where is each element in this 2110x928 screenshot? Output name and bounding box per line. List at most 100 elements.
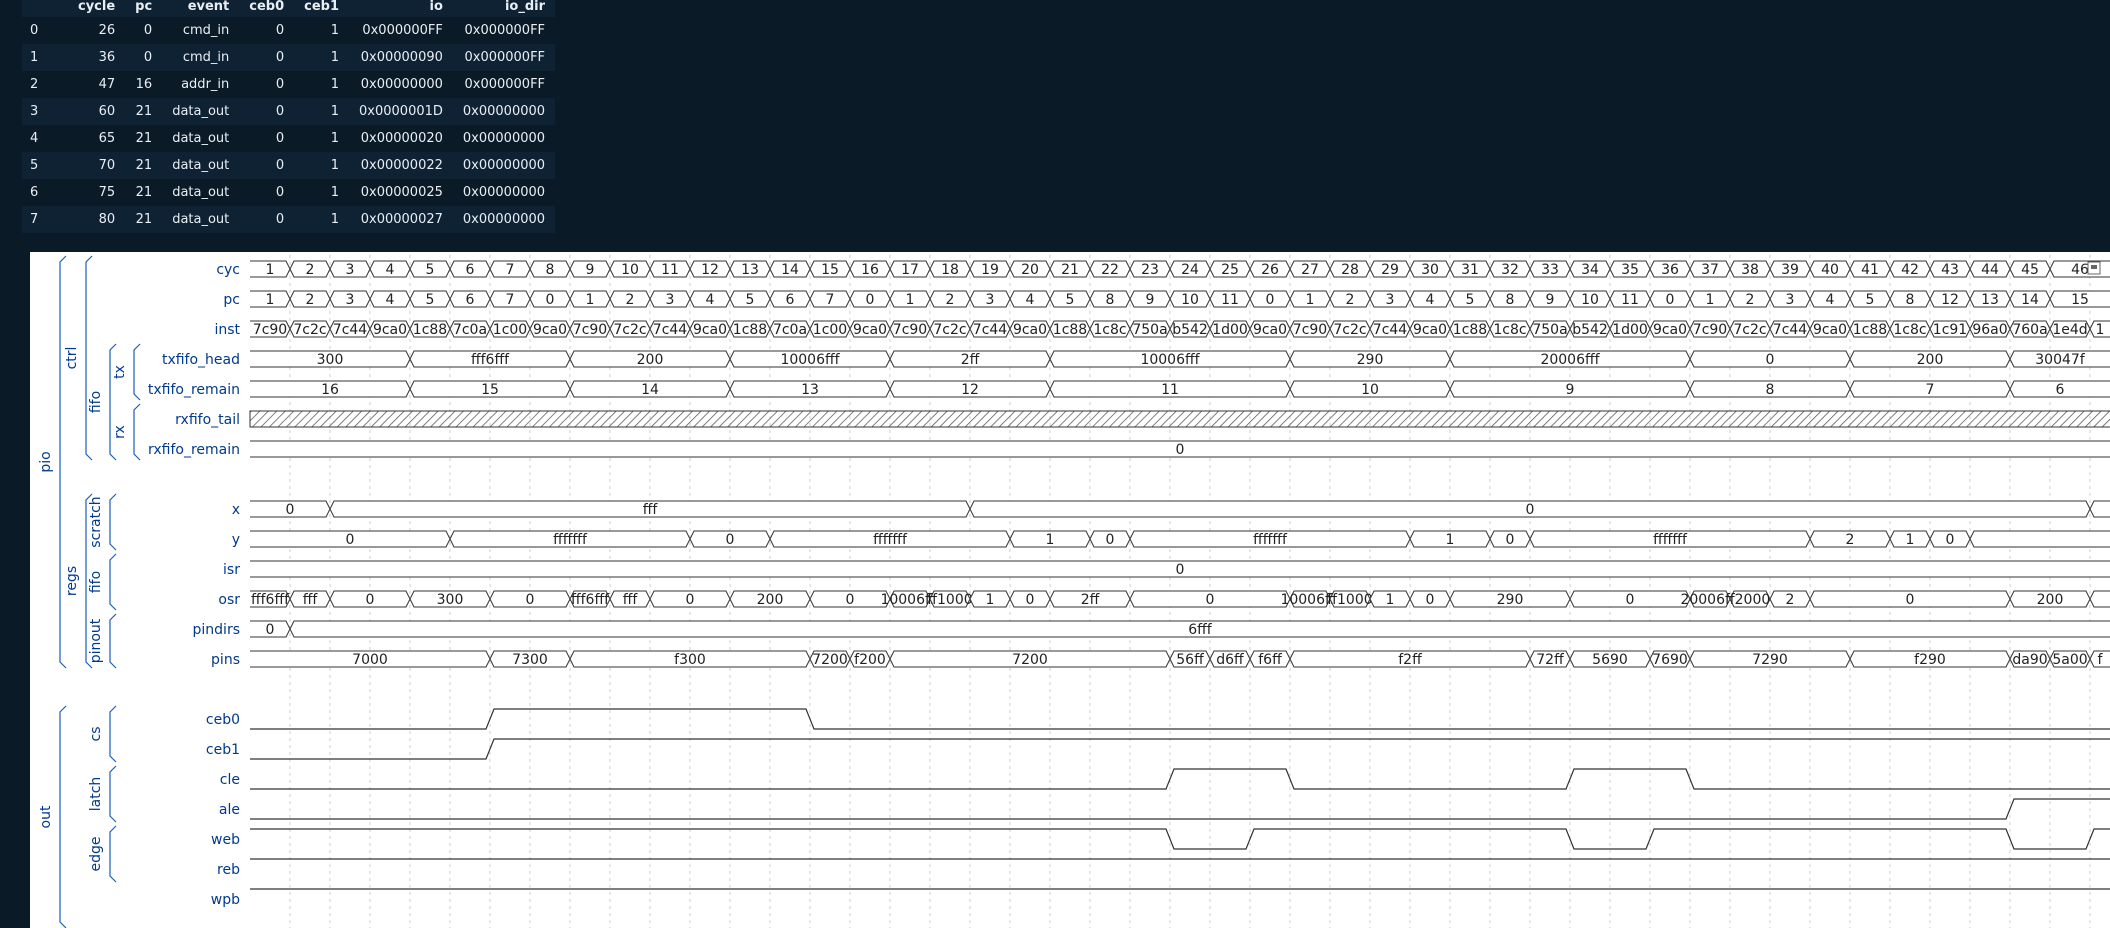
bus-segment [1409,290,1451,308]
bus-segment [409,590,491,608]
bus-segment [329,590,411,608]
export-icon[interactable] [2087,261,2101,275]
bus-value: 7c90 [893,322,927,338]
bus-segment [1209,650,1251,668]
signal-ale[interactable]: ale [219,798,2110,820]
bus-value: 5690 [1592,652,1628,668]
bus-value: f200 [854,652,886,668]
cell-index: 5 [22,152,68,179]
bus-value: f2000 [1730,592,1771,608]
group-label: pinout [88,618,104,663]
bus-segment [1289,320,1331,338]
table-header-io-dir[interactable]: io_dir [452,0,556,17]
bus-value: 760a [2012,322,2047,338]
bus-value: 24 [1181,262,1199,278]
bus-value: 1 [1386,592,1395,608]
cell-ceb1: 1 [330,77,340,92]
bus-segment [929,590,971,608]
bus-value: 15 [2071,292,2089,308]
bus-segment [889,260,931,278]
bus-segment [449,530,691,548]
table-header-pc[interactable]: pc [125,0,163,17]
signal-reb[interactable]: reb [217,858,2110,878]
bus-value: 9ca0 [1253,322,1287,338]
bus-value: 0 [846,592,855,608]
bus-value: 2 [1846,532,1855,548]
bus-segment [729,380,891,398]
signal-label: txfifo_remain [148,382,240,398]
cell-ceb1: 1 [294,98,350,125]
signal-web[interactable]: web [211,828,2110,850]
cell-io-dir: 0x00000000 [452,206,556,233]
signal-label: isr [223,562,240,578]
bus-value: 5 [426,262,435,278]
bus-value: 8 [1506,292,1515,308]
bus-value: 13 [801,382,819,398]
bus-segment [1049,290,1091,308]
table-header-index[interactable] [22,0,68,17]
cell-index: 4 [30,131,39,146]
bus-value: 1c00 [813,322,847,338]
cell-io: 0x0000001D [349,98,453,125]
table-header-cycle[interactable]: cycle [68,0,126,17]
bus-value: 0 [346,532,355,548]
group-label: cs [88,727,104,742]
bus-value: 15 [821,262,839,278]
bus-value: 1d00 [1212,322,1248,338]
bus-value: 7c44 [1373,322,1408,338]
bus-value: 1c88 [413,322,447,338]
cell-io: 0x00000090 [349,44,453,71]
bus-segment [929,290,971,308]
bus-value: 1 [986,592,995,608]
table-header-io[interactable]: io [349,0,453,17]
table-header-ceb0[interactable]: ceb0 [239,0,295,17]
bus-segment [1249,320,1291,338]
bus-segment [1209,260,1251,278]
bus-value: 5 [426,292,435,308]
bus-segment [1889,290,1931,308]
cell-io-dir: 0x00000000 [452,98,556,125]
bus-value: 4 [1426,292,1435,308]
signal-ceb0[interactable]: ceb0 [206,708,2110,730]
cell-io: 0x00000022 [349,152,453,179]
bus-segment [849,320,891,338]
signal-cle[interactable]: cle [220,768,2110,790]
table-header-ceb1[interactable]: ceb1 [294,0,350,17]
bus-segment [649,290,691,308]
signal-wpb[interactable]: wpb [211,888,2110,908]
cell-pc: 0 [125,44,163,71]
bus-value: f2ff [1398,652,1422,668]
bus-segment [1369,590,1411,608]
group-label: ctrl [64,347,80,370]
table-header-event[interactable]: event [162,0,240,17]
bus-value: 2 [1746,292,1755,308]
signal-ceb1[interactable]: ceb1 [206,738,2110,760]
bus-segment [1009,530,1091,548]
signal-rxfifo_tail[interactable]: rxfifo_tail [175,410,2110,428]
group-label: tx [112,365,128,379]
bus-value: 1 [1306,292,1315,308]
bus-segment [769,530,1011,548]
group-label: edge [88,837,104,872]
